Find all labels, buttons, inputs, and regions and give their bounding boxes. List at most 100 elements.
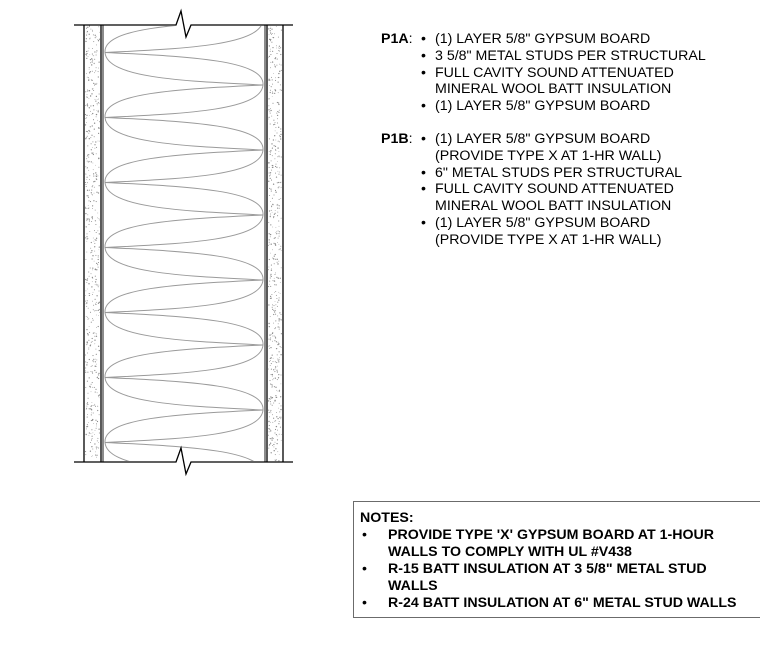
stipple-dot (277, 111, 279, 113)
stipple-dot (277, 359, 279, 361)
stipple-dot (272, 280, 273, 282)
stipple-dot (275, 191, 277, 193)
stipple-dot (96, 284, 98, 286)
stipple-dot (93, 361, 95, 363)
stipple-dot (91, 382, 93, 384)
stipple-dot (86, 96, 88, 98)
stipple-dot (88, 77, 90, 79)
stipple-dot (89, 58, 92, 61)
stipple-dot (276, 233, 278, 235)
stipple-dot (86, 52, 88, 55)
stipple-dot (273, 313, 275, 316)
stipple-dot (273, 217, 274, 219)
stipple-dot (89, 201, 92, 203)
stipple-dot (273, 33, 275, 35)
stipple-dot (268, 244, 270, 246)
stipple-dot (91, 114, 93, 115)
stipple-dot (276, 101, 279, 104)
notes-box: NOTES: PROVIDE TYPE 'X' GYPSUM BOARD AT … (353, 501, 760, 618)
stipple-dot (91, 70, 93, 72)
stipple-dot (271, 92, 274, 94)
stipple-dot (96, 52, 97, 54)
stipple-dot (268, 79, 270, 81)
stipple-dot (90, 386, 92, 388)
stipple-dot (280, 347, 282, 349)
stipple-dot (278, 291, 280, 293)
stipple-dot (97, 111, 99, 113)
stipple-dot (89, 450, 92, 452)
insulation-loop (104, 442, 254, 461)
stipple-dot (269, 443, 271, 446)
stipple-dot (92, 237, 94, 239)
stipple-dot (268, 28, 270, 30)
stipple-dot (269, 215, 271, 217)
stipple-dot (274, 284, 276, 286)
stipple-dot (274, 165, 277, 168)
stipple-dot (278, 134, 280, 136)
stipple-dot (93, 89, 95, 92)
stipple-dot (94, 250, 96, 252)
note-item: R-24 BATT INSULATION AT 6" METAL STUD WA… (362, 595, 760, 612)
stipple-dot (92, 412, 94, 414)
spec-item: 3 5/8" METAL STUDS PER STRUCTURAL (421, 48, 751, 65)
stipple-dot (97, 266, 99, 268)
stipple-dot (274, 135, 276, 137)
stipple-dot (278, 423, 280, 425)
stipple-dot (275, 163, 277, 165)
insulation-loop (104, 312, 264, 378)
stipple-dot (277, 277, 279, 279)
stipple-dot (98, 246, 100, 248)
stipple-dot (85, 91, 87, 93)
stipple-dot (279, 277, 281, 279)
stipple-dot (277, 341, 279, 343)
spec-item: FULL CAVITY SOUND ATTENUATED MINERAL WOO… (421, 181, 751, 215)
stipple-dot (97, 40, 100, 42)
stipple-dot (85, 303, 87, 305)
stipple-dot (277, 233, 279, 235)
stipple-dot (269, 195, 271, 196)
stipple-dot (96, 103, 98, 105)
stipple-dot (280, 69, 282, 71)
stipple-dot (91, 48, 93, 50)
stipple-dot (277, 81, 279, 83)
stipple-dot (94, 365, 96, 367)
stipple-dot (276, 114, 279, 117)
stipple-dot (278, 47, 280, 49)
stipple-dot (92, 418, 94, 421)
stipple-dot (90, 366, 92, 367)
stipple-dot (270, 430, 272, 432)
stipple-dot (87, 404, 89, 405)
stipple-dot (90, 137, 92, 139)
stipple-dot (274, 79, 277, 81)
stipple-dot (97, 309, 100, 311)
stipple-dot (86, 156, 88, 157)
stipple-dot (97, 71, 99, 73)
stipple-dot (268, 326, 270, 328)
stipple-dot (96, 295, 98, 297)
stipple-dot (280, 174, 282, 176)
stipple-dot (88, 138, 90, 140)
stipple-dot (280, 250, 282, 251)
stipple-dot (96, 376, 98, 379)
stipple-dot (92, 355, 94, 357)
stipple-dot (99, 31, 100, 33)
stipple-dot (95, 153, 97, 155)
stipple-dot (276, 371, 279, 373)
stipple-dot (88, 78, 90, 80)
stipple-dot (86, 302, 88, 304)
stipple-dot (87, 392, 89, 394)
stipple-dot (273, 216, 275, 218)
stipple-dot (88, 219, 90, 221)
stipple-dot (274, 328, 276, 330)
stipple-dot (98, 233, 100, 235)
stipple-dot (92, 59, 94, 61)
stipple-dot (274, 420, 276, 422)
stipple-dot (92, 372, 94, 374)
stipple-dot (272, 257, 274, 259)
stipple-dot (89, 175, 91, 177)
stipple-dot (97, 395, 100, 397)
stipple-dot (268, 243, 270, 245)
stipple-dot (270, 346, 272, 349)
stipple-dot (277, 365, 279, 367)
stipple-dot (87, 278, 89, 280)
